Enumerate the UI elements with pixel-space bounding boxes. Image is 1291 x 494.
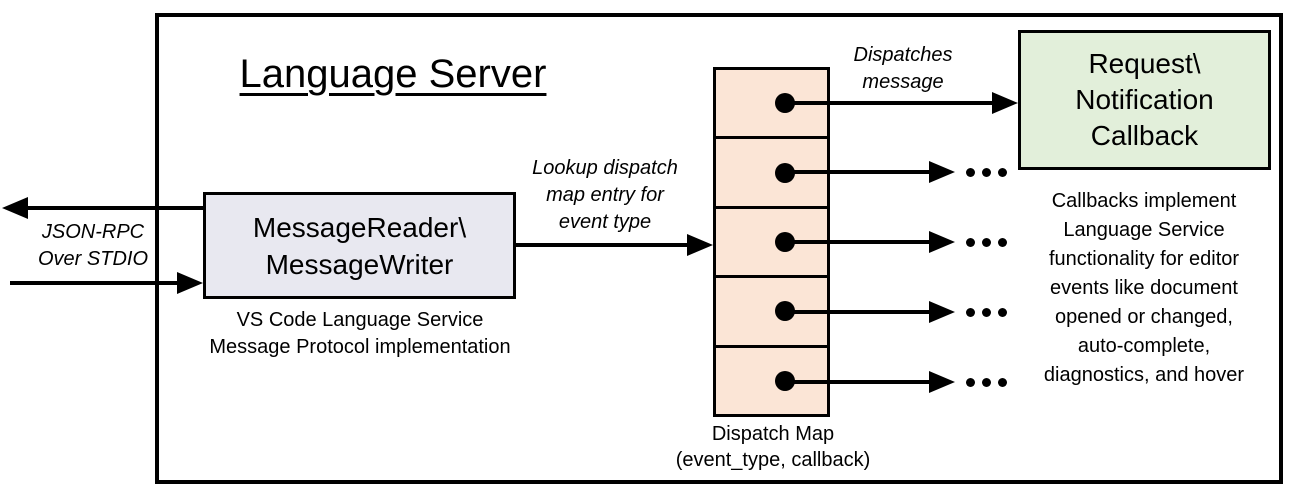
callbacks-note-line1: Callbacks implement xyxy=(1051,190,1237,212)
callbacks-note-line2: Language Service xyxy=(1063,219,1225,241)
arrow-line xyxy=(785,310,931,314)
stdio-label-line2: Over STDIO xyxy=(37,248,148,270)
arrow-line xyxy=(785,380,931,384)
message-box-caption-line1: VS Code Language Service xyxy=(236,309,484,331)
dispatch-map-cell-4 xyxy=(716,275,827,345)
message-box-caption: VS Code Language Service Message Protoco… xyxy=(185,307,535,361)
arrowhead-right-icon xyxy=(687,234,713,256)
callbacks-note-line5: opened or changed, xyxy=(1055,306,1233,328)
message-box-line2: MessageWriter xyxy=(265,248,454,280)
arrowhead-right-icon xyxy=(929,301,955,323)
callbacks-note-line6: auto-complete, xyxy=(1077,335,1211,357)
arrowhead-right-icon xyxy=(929,371,955,393)
callbacks-note-line3: functionality for editor xyxy=(1048,248,1240,270)
dispatch-map-cell-5 xyxy=(716,344,827,415)
lookup-label: Lookup dispatch map entry for event type xyxy=(515,155,695,236)
callbacks-note-line7: diagnostics, and hover xyxy=(1043,364,1245,386)
arrowhead-right-icon xyxy=(929,161,955,183)
callback-box-line3: Callback xyxy=(1090,120,1199,151)
arrowhead-right-icon xyxy=(992,92,1018,114)
arrowhead-left-icon xyxy=(2,197,28,219)
lookup-label-line2: map entry for xyxy=(546,184,664,206)
arrow-line xyxy=(785,101,994,105)
dispatch-map-caption-line1: Dispatch Map xyxy=(711,423,835,445)
dispatches-label-line1: Dispatches xyxy=(853,44,953,66)
stdio-label: JSON-RPC Over STDIO xyxy=(18,219,168,273)
arrow-line xyxy=(785,240,931,244)
arrow-line xyxy=(10,281,178,285)
ellipsis-icon xyxy=(966,238,1007,247)
diagram-title: Language Server xyxy=(239,52,547,96)
dispatch-map xyxy=(713,67,830,417)
stdio-label-line1: JSON-RPC xyxy=(41,221,145,243)
callback-box-line2: Notification xyxy=(1075,84,1214,115)
request-notification-callback-box: Request\ Notification Callback xyxy=(1018,30,1271,170)
arrow-line xyxy=(516,243,688,247)
callbacks-note: Callbacks implement Language Service fun… xyxy=(998,187,1290,390)
ellipsis-icon xyxy=(966,168,1007,177)
lookup-label-line1: Lookup dispatch xyxy=(532,157,678,179)
dispatches-label: Dispatches message xyxy=(823,42,983,96)
ellipsis-icon xyxy=(966,308,1007,317)
arrow-line xyxy=(26,206,203,210)
callbacks-note-line4: events like document xyxy=(1050,277,1238,299)
message-box-caption-line2: Message Protocol implementation xyxy=(209,336,511,358)
arrowhead-right-icon xyxy=(929,231,955,253)
ellipsis-icon xyxy=(966,378,1007,387)
message-box-line1: MessageReader\ xyxy=(252,211,467,243)
callback-box-line1: Request\ xyxy=(1088,48,1201,79)
arrow-line xyxy=(785,170,931,174)
arrowhead-right-icon xyxy=(177,272,203,294)
dispatch-map-caption-line2: (event_type, callback) xyxy=(675,449,871,471)
dispatches-label-line2: message xyxy=(862,71,944,93)
lookup-label-line3: event type xyxy=(558,211,652,233)
message-reader-writer-box: MessageReader\ MessageWriter xyxy=(203,192,516,299)
dispatch-map-caption: Dispatch Map (event_type, callback) xyxy=(653,421,893,473)
